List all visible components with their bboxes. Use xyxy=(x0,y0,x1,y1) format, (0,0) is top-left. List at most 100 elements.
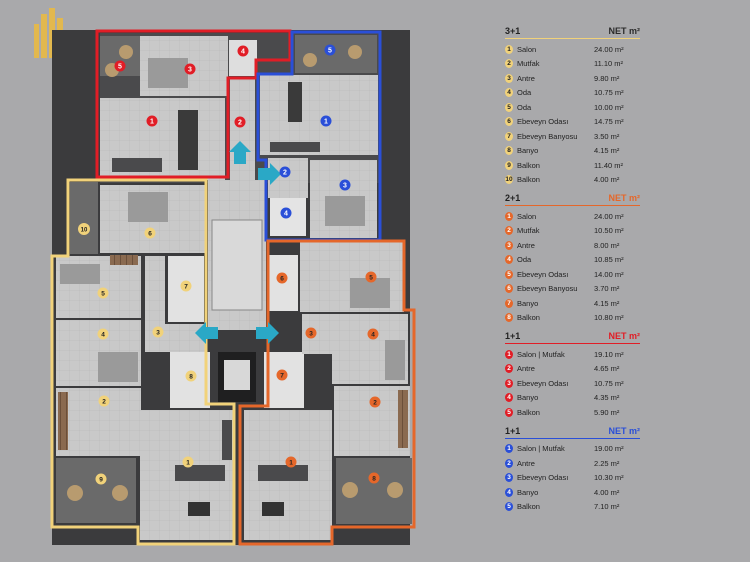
legend-net-label: NET m² xyxy=(608,26,641,36)
legend-room-number: 3 xyxy=(505,240,513,250)
legend-room-area: 24.00 m² xyxy=(594,44,624,54)
legend-room-number: 9 xyxy=(505,160,513,170)
legend-room-area: 14.00 m² xyxy=(594,269,624,279)
balcony-chair xyxy=(303,53,317,67)
marker-label: 8 xyxy=(372,476,376,483)
legend-room-number: 7 xyxy=(505,131,513,141)
legend-room-name: Banyo xyxy=(517,298,539,308)
legend-room-area: 10.00 m² xyxy=(594,102,624,112)
legend-net-label: NET m² xyxy=(608,425,641,436)
marker-label: 1 xyxy=(186,460,190,467)
marker-label: 5 xyxy=(328,48,332,55)
legend-room-area: 10.80 m² xyxy=(594,313,624,323)
legend-room-name: Ebeveyn Banyosu xyxy=(517,131,578,141)
legend-room-number: 2 xyxy=(505,458,513,468)
sofa xyxy=(258,465,308,481)
legend-unit-type: 3+1 xyxy=(505,26,521,36)
legend-room-number: 4 xyxy=(505,88,513,98)
markers-red: 1 2 3 4 5 xyxy=(114,45,249,128)
legend-room-number: 2 xyxy=(505,226,513,236)
balcony-chair xyxy=(119,45,133,59)
legend-room-number: 10 xyxy=(505,175,513,185)
up-arrow-icon xyxy=(229,141,251,164)
legend-room-area: 19.10 m² xyxy=(594,349,624,359)
right-arrow-icon xyxy=(258,163,281,185)
marker-label: 3 xyxy=(188,67,192,74)
wood-floor xyxy=(398,390,408,448)
marker-label: 2 xyxy=(238,120,242,127)
legend-room-name: Antre xyxy=(517,240,535,250)
legend-row: 4 Banyo 4.00 m² xyxy=(505,485,640,500)
legend-room-area: 3.50 m² xyxy=(594,131,620,141)
legend-room-area: 10.30 m² xyxy=(594,473,624,483)
marker-label: 5 xyxy=(369,275,373,282)
marker-label: 6 xyxy=(148,231,152,238)
legend-room-number: 4 xyxy=(505,487,513,497)
legend-room-number: 4 xyxy=(505,393,513,403)
legend-room-area: 10.75 m² xyxy=(594,378,624,388)
legend-room-name: Mutfak xyxy=(517,59,540,69)
legend-section-header: 1+1 NET m² xyxy=(505,426,640,439)
legend-room-name: Ebeveyn Odası xyxy=(517,473,569,483)
legend-room-number: 8 xyxy=(505,146,513,156)
legend-room-name: Salon | Mutfak xyxy=(517,444,565,454)
marker-label: 2 xyxy=(102,399,106,406)
legend-room-area: 11.10 m² xyxy=(594,59,624,69)
balcony-chair xyxy=(67,485,83,501)
legend-room-number: 5 xyxy=(505,102,513,112)
legend-room-area: 4.00 m² xyxy=(594,487,620,497)
stairs xyxy=(211,219,263,311)
wood-floor xyxy=(58,392,68,450)
legend-unit-type: 1+1 xyxy=(505,425,521,436)
legend-room-area: 10.50 m² xyxy=(594,226,624,236)
legend-room-name: Salon | Mutfak xyxy=(517,349,565,359)
balcony-chair xyxy=(342,482,358,498)
legend-room-area: 10.85 m² xyxy=(594,255,624,265)
legend-room-area: 8.00 m² xyxy=(594,240,620,250)
marker-label: 1 xyxy=(324,119,328,126)
legend-room-area: 4.15 m² xyxy=(594,298,620,308)
legend-room-area: 4.65 m² xyxy=(594,364,620,374)
marker-label: 5 xyxy=(118,64,122,71)
legend-row: 1 Salon | Mutfak 19.10 m² xyxy=(505,347,640,362)
legend-room-area: 4.15 m² xyxy=(594,146,620,156)
wood-floor xyxy=(110,255,138,265)
bed xyxy=(128,192,168,222)
balcony-chair xyxy=(112,485,128,501)
marker-label: 5 xyxy=(101,291,105,298)
marker-label: 9 xyxy=(99,477,103,484)
legend-room-area: 9.80 m² xyxy=(594,73,620,83)
legend-room-number: 5 xyxy=(505,502,513,512)
bed xyxy=(98,352,138,382)
legend-room-number: 4 xyxy=(505,255,513,265)
outline-1plus1-red xyxy=(95,29,292,179)
markers-orange: 1 2 3 4 5 6 7 8 xyxy=(276,271,381,484)
marker-label: 2 xyxy=(373,400,377,407)
legend-room-number: 3 xyxy=(505,73,513,83)
legend-room-number: 1 xyxy=(505,349,513,359)
markers-yellow: 1 2 3 4 5 6 7 8 9 10 xyxy=(78,223,197,485)
legend-room-name: Ebeveyn Odası xyxy=(517,269,569,279)
legend-room-name: Banyo xyxy=(517,487,539,497)
marker-label: 4 xyxy=(371,332,375,339)
marker-label: 7 xyxy=(280,373,284,380)
table xyxy=(188,502,210,516)
legend-room-number: 1 xyxy=(505,444,513,454)
